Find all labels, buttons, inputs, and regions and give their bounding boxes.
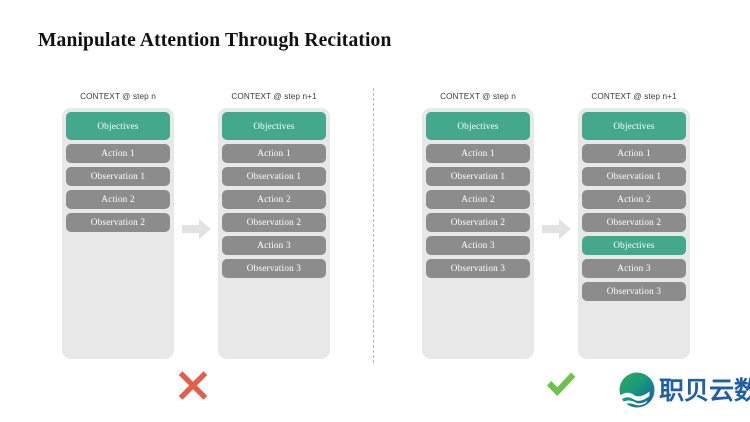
context-panel: Objectives Action 1 Observation 1 Action… [62, 108, 174, 359]
context-block-objectives[interactable]: Objectives [222, 112, 326, 140]
context-block-observation-1[interactable]: Observation 1 [582, 167, 686, 186]
context-block-action-2[interactable]: Action 2 [426, 190, 530, 209]
context-panel: Objectives Action 1 Observation 1 Action… [578, 108, 690, 359]
context-block-list: Objectives Action 1 Observation 1 Action… [582, 112, 686, 301]
check-icon [544, 367, 578, 401]
context-block-objectives[interactable]: Objectives [66, 112, 170, 140]
context-block-objectives[interactable]: Objectives [426, 112, 530, 140]
column-header: CONTEXT @ step n [440, 92, 516, 101]
context-panel: Objectives Action 1 Observation 1 Action… [218, 108, 330, 359]
page-title: Manipulate Attention Through Recitation [38, 30, 392, 51]
context-block-action-3[interactable]: Action 3 [426, 236, 530, 255]
column-good-step-n: CONTEXT @ step n Objectives Action 1 Obs… [422, 90, 534, 359]
context-block-observation-2[interactable]: Observation 2 [222, 213, 326, 232]
context-block-list: Objectives Action 1 Observation 1 Action… [222, 112, 326, 278]
context-block-action-2[interactable]: Action 2 [222, 190, 326, 209]
cross-icon [176, 367, 210, 401]
column-header: CONTEXT @ step n [80, 92, 156, 101]
context-block-observation-1[interactable]: Observation 1 [66, 167, 170, 186]
column-good-step-n1: CONTEXT @ step n+1 Objectives Action 1 O… [578, 90, 690, 359]
context-block-action-1[interactable]: Action 1 [222, 144, 326, 163]
context-block-list: Objectives Action 1 Observation 1 Action… [66, 112, 170, 232]
context-block-action-1[interactable]: Action 1 [66, 144, 170, 163]
context-block-observation-1[interactable]: Observation 1 [426, 167, 530, 186]
context-block-objectives-recited[interactable]: Objectives [582, 236, 686, 255]
context-block-observation-1[interactable]: Observation 1 [222, 167, 326, 186]
wave-circle-logo-icon [618, 371, 656, 409]
context-block-action-2[interactable]: Action 2 [66, 190, 170, 209]
context-block-action-2[interactable]: Action 2 [582, 190, 686, 209]
column-bad-step-n1: CONTEXT @ step n+1 Objectives Action 1 O… [218, 90, 330, 359]
context-panel: Objectives Action 1 Observation 1 Action… [422, 108, 534, 359]
column-header: CONTEXT @ step n+1 [591, 92, 677, 101]
context-block-observation-2[interactable]: Observation 2 [426, 213, 530, 232]
brand-logo: 职贝云数 [618, 371, 750, 409]
context-block-list: Objectives Action 1 Observation 1 Action… [426, 112, 530, 278]
context-block-action-3[interactable]: Action 3 [582, 259, 686, 278]
brand-name: 职贝云数 [659, 375, 750, 405]
context-block-observation-3[interactable]: Observation 3 [222, 259, 326, 278]
context-block-observation-3[interactable]: Observation 3 [426, 259, 530, 278]
arrow-right-icon [182, 218, 212, 240]
context-block-observation-3[interactable]: Observation 3 [582, 282, 686, 301]
context-block-action-3[interactable]: Action 3 [222, 236, 326, 255]
arrow-right-icon [542, 218, 572, 240]
context-block-action-1[interactable]: Action 1 [582, 144, 686, 163]
column-bad-step-n: CONTEXT @ step n Objectives Action 1 Obs… [62, 90, 174, 359]
context-block-observation-2[interactable]: Observation 2 [582, 213, 686, 232]
vertical-dashed-divider [373, 88, 374, 363]
context-block-observation-2[interactable]: Observation 2 [66, 213, 170, 232]
context-block-action-1[interactable]: Action 1 [426, 144, 530, 163]
context-block-objectives[interactable]: Objectives [582, 112, 686, 140]
column-header: CONTEXT @ step n+1 [231, 92, 317, 101]
